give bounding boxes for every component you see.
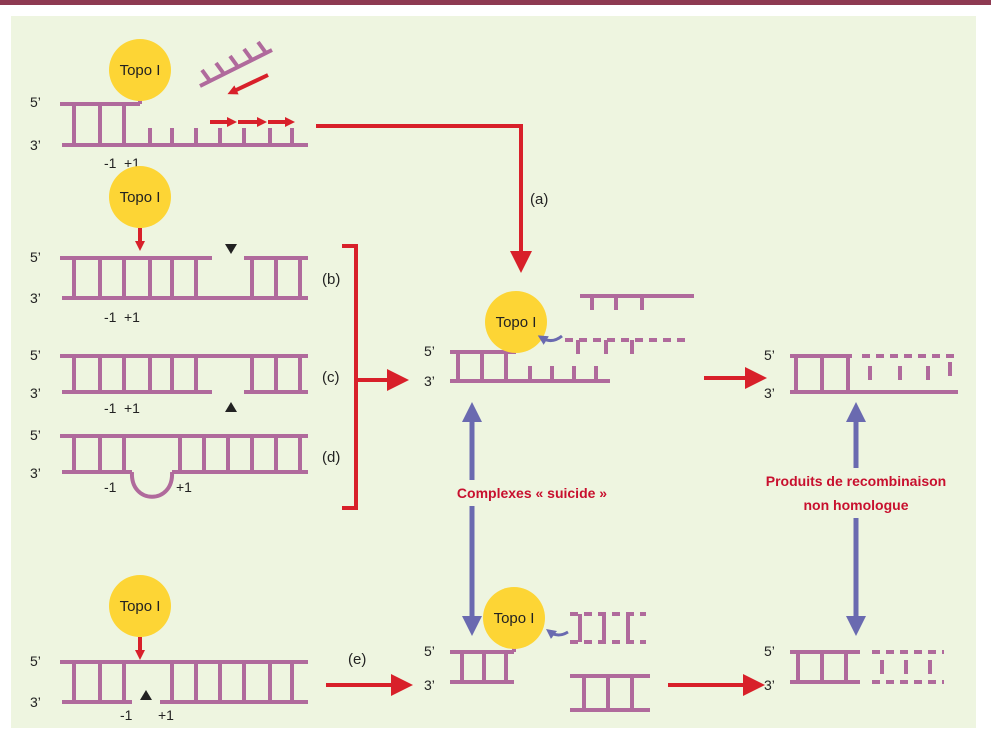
five-prime-label: 5’ bbox=[30, 653, 41, 669]
pos-minus-label: -1 bbox=[104, 479, 117, 495]
svg-text:Topo I: Topo I bbox=[496, 314, 537, 331]
row-b-dna: 5’ 3’ -1 +1 (b) bbox=[30, 244, 340, 325]
three-prime-label: 3’ bbox=[30, 385, 41, 401]
topo-i-enzyme: Topo I bbox=[109, 39, 171, 101]
pos-minus-label: -1 bbox=[104, 400, 117, 416]
products-label-line1: Produits de recombinaison bbox=[766, 473, 946, 489]
product-bottom-dna: 5’ 3’ bbox=[764, 643, 944, 693]
product-top-dna: 5’ 3’ bbox=[764, 347, 958, 401]
five-prime-label: 5’ bbox=[30, 249, 41, 265]
row-d-dna: 5’ 3’ -1 +1 (d) bbox=[30, 427, 340, 497]
three-prime-label: 3’ bbox=[764, 385, 775, 401]
step-a-label: (a) bbox=[530, 191, 548, 208]
five-prime-label: 5’ bbox=[764, 347, 775, 363]
religation-arrow bbox=[550, 632, 568, 635]
five-prime-label: 5’ bbox=[424, 343, 435, 359]
five-prime-label: 5’ bbox=[30, 347, 41, 363]
pos-minus-label: -1 bbox=[104, 155, 117, 171]
five-prime-label: 5’ bbox=[764, 643, 775, 659]
svg-text:Topo I: Topo I bbox=[120, 598, 161, 615]
three-prime-label: 3’ bbox=[424, 373, 435, 389]
step-d-label: (d) bbox=[322, 449, 340, 466]
three-prime-label: 3’ bbox=[30, 137, 41, 153]
bracket-b-d bbox=[342, 246, 356, 508]
pos-plus-label: +1 bbox=[158, 707, 174, 723]
row-e-dna: 5’ 3’ -1 +1 bbox=[30, 653, 308, 723]
five-prime-label: 5’ bbox=[30, 427, 41, 443]
products-label-line2: non homologue bbox=[804, 497, 909, 513]
pos-minus-label: -1 bbox=[104, 309, 117, 325]
topo-i-enzyme: Topo I bbox=[485, 291, 547, 353]
topo-i-enzyme: Topo I bbox=[483, 587, 545, 649]
step-c-label: (c) bbox=[322, 369, 340, 386]
five-prime-label: 5’ bbox=[30, 94, 41, 110]
three-prime-label: 3’ bbox=[424, 677, 435, 693]
three-prime-label: 3’ bbox=[30, 290, 41, 306]
row-c-dna: 5’ 3’ -1 +1 (c) bbox=[30, 347, 340, 416]
svg-text:Topo I: Topo I bbox=[120, 189, 161, 206]
five-prime-label: 5’ bbox=[424, 643, 435, 659]
suicide-complex-top-dna: 5’ 3’ bbox=[424, 296, 694, 389]
pos-plus-label: +1 bbox=[124, 400, 140, 416]
topo-i-enzyme: Topo I bbox=[109, 575, 171, 637]
step-b-label: (b) bbox=[322, 271, 340, 288]
pos-plus-label: +1 bbox=[124, 309, 140, 325]
topo-i-enzyme: Topo I bbox=[109, 166, 171, 228]
pos-minus-label: -1 bbox=[120, 707, 133, 723]
step-e-label: (e) bbox=[348, 651, 366, 668]
suicide-complexes-label: Complexes « suicide » bbox=[457, 485, 607, 501]
three-prime-label: 3’ bbox=[30, 465, 41, 481]
pos-plus-label: +1 bbox=[176, 479, 192, 495]
religation-arrow bbox=[542, 336, 562, 341]
three-prime-label: 3’ bbox=[30, 694, 41, 710]
svg-text:Topo I: Topo I bbox=[494, 610, 535, 627]
three-prime-label: 3’ bbox=[764, 677, 775, 693]
arrow-a bbox=[316, 126, 521, 262]
svg-text:Topo I: Topo I bbox=[120, 62, 161, 79]
